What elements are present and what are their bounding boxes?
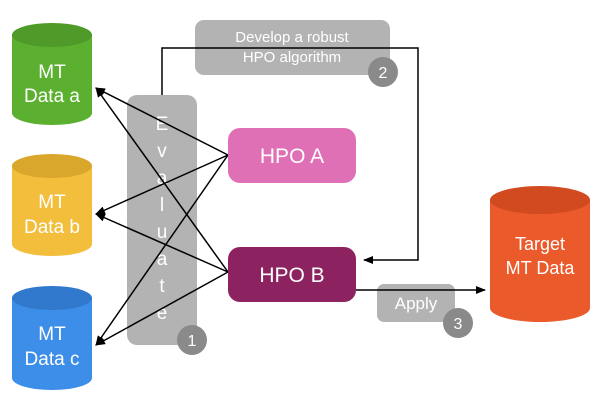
evaluate-letter: v <box>157 141 167 162</box>
step-3-number: 3 <box>454 316 463 333</box>
evaluate-letter: a <box>157 168 168 189</box>
develop-label-line2: HPO algorithm <box>243 49 341 66</box>
evaluate-letter: l <box>160 195 164 216</box>
develop-loop-arrow <box>161 47 419 264</box>
apply-box <box>377 284 455 322</box>
step-badge-2: 2 <box>368 57 398 87</box>
arrow-hpo-a-to-data-b <box>95 154 229 215</box>
step-badge-3: 3 <box>443 308 473 338</box>
evaluate-box <box>127 95 197 345</box>
dataset-cylinder-b: MT Data b <box>12 154 92 256</box>
dataset-cylinder-a: MT Data a <box>12 23 92 125</box>
apply-label: Apply <box>395 294 438 313</box>
step-2-number: 2 <box>379 65 388 82</box>
arrow-hpo-b-to-data-c <box>95 271 229 346</box>
evaluate-letter: t <box>159 276 165 297</box>
arrow-hpo-a-to-data-c <box>95 154 229 346</box>
evaluation-arrows <box>95 87 229 346</box>
arrow-hpo-b-to-data-a <box>95 87 229 273</box>
develop-label-line1: Develop a robust <box>235 29 349 46</box>
step-1-number: 1 <box>188 333 197 350</box>
arrow-hpo-a-to-data-a <box>95 87 229 156</box>
hpo-b-box <box>228 247 356 302</box>
hpo-b-label: HPO B <box>259 264 324 287</box>
dataset-a-line2: Data a <box>24 86 80 107</box>
dataset-c-line1: MT <box>38 324 66 345</box>
dataset-cylinder-c: MT Data c <box>12 286 92 390</box>
target-cylinder: Target MT Data <box>490 186 590 322</box>
evaluate-letter: a <box>157 249 168 270</box>
target-label-line1: Target <box>515 234 565 254</box>
hpo-a-box <box>228 128 356 183</box>
dataset-b-line1: MT <box>38 192 66 213</box>
dataset-b-line2: Data b <box>24 217 80 238</box>
hpo-a-label: HPO A <box>260 145 324 168</box>
dataset-c-line2: Data c <box>25 349 80 370</box>
dataset-a-line1: MT <box>38 62 66 83</box>
evaluate-letter: e <box>157 303 168 324</box>
step-badge-1: 1 <box>177 325 207 355</box>
target-label-line2: MT Data <box>506 258 576 278</box>
arrow-hpo-b-to-data-b <box>95 213 229 273</box>
evaluate-letter: u <box>157 222 168 243</box>
